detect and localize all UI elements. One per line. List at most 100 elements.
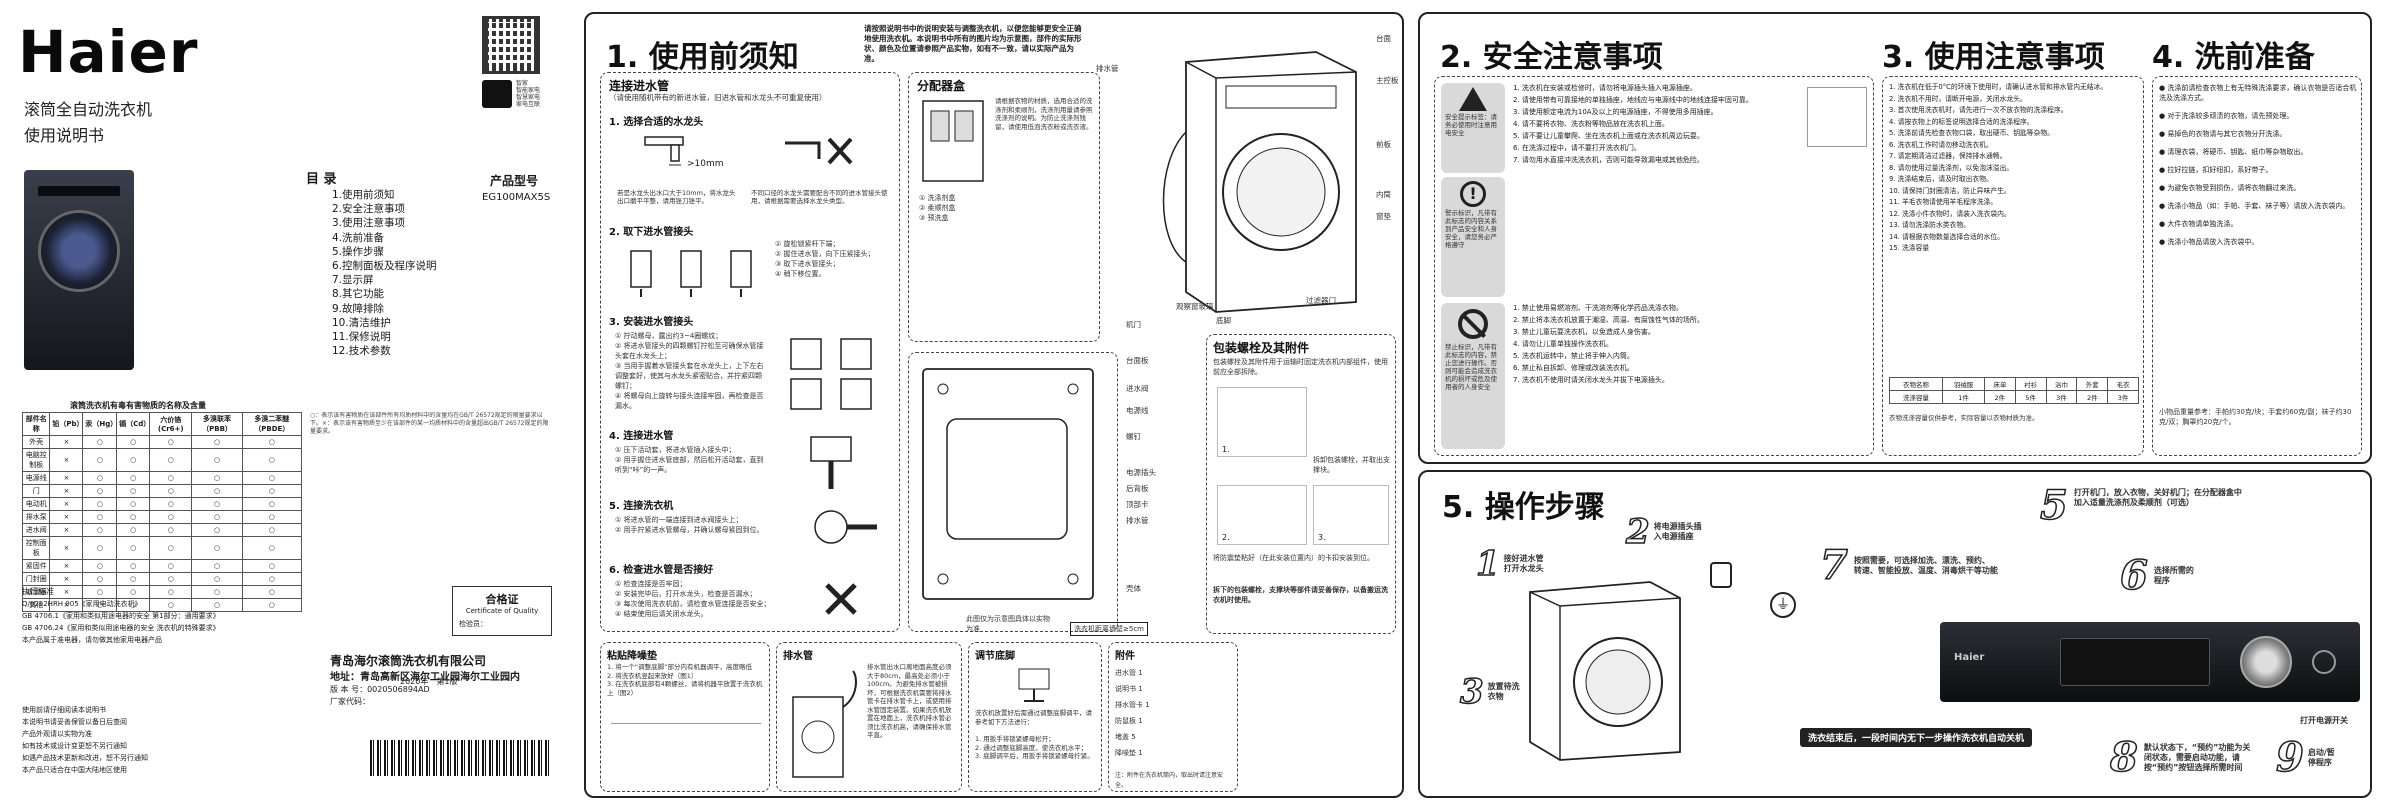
op-step-8: 8 默认状态下，“预约”功能为关 闭状态，需要启动功能，请 按“预约”按钮选择所…	[2109, 733, 2251, 782]
bolts-fig-3: 3.	[1313, 485, 1389, 545]
step4-item: ② 用手握住进水管底部，然后松开活动套，直到听到“咔”的一声。	[615, 456, 764, 474]
warning-sidebar-2: ! 警示标识，凡带有此标志的内容关系到产品安全和人身安全，请您务必严格遵守	[1441, 177, 1505, 297]
product-name: 滚筒全自动洗衣机	[24, 100, 153, 119]
step3-list: ① 拧动螺母，露出约3~4圈螺纹； ② 将进水管接头的四颗螺钉拧松至可确保水管接…	[615, 331, 765, 411]
qr-label: 智慧家电	[516, 94, 541, 101]
hazard-col: 六价铬(Cr6+)	[149, 412, 193, 436]
usage-item: 2. 洗衣机不用时，请断开电源，关闭水龙头。	[1889, 94, 2027, 103]
capacity-head: 床单	[1983, 377, 2016, 391]
toc-item[interactable]: 6.控制面板及程序说明	[332, 260, 437, 273]
capacity-cell: 3件	[2107, 390, 2139, 404]
bolts-text: 包装螺栓及其附件用于运输时固定洗衣机内部组件，使用前应全部拆除。	[1213, 358, 1388, 376]
prohibit-item: 4. 请勿让儿童单独操作洗衣机。	[1513, 340, 1613, 348]
prep-note: 小物品重量参考：手帕约30克/块；手套约60克/副；袜子约30克/双；胸罩约20…	[2159, 408, 2352, 426]
safety-item: 3. 请使用额定电流为10A及以上的电源插座，不得使用多用插座。	[1513, 108, 1718, 116]
drain-illustration	[783, 667, 863, 785]
qr-label: 家电互联	[516, 101, 541, 108]
usage-item: 10. 请保持门封圈清洁，防止异味产生。	[1889, 186, 2011, 195]
toc-item[interactable]: 8.其它功能	[332, 288, 385, 301]
toc-item[interactable]: 3.使用注意事项	[332, 217, 406, 230]
toc-item[interactable]: 7.显示屏	[332, 274, 374, 287]
sections-2-4-panel: 2. 安全注意事项 安全提示标签：请务必使用时注意用电安全 ! 警示标识，凡带有…	[1418, 12, 2372, 464]
op-step-text: 默认状态下，“预约”功能为关 闭状态，需要启动功能，请 按“预约”按钮选择所需时…	[2143, 742, 2251, 772]
notes-list: 使用前请仔细阅读本说明书 本说明书请妥善保管以备日后查阅 产品外观请以实物为准 …	[22, 704, 148, 776]
op-step-6: 6 选择所需的 程序	[2119, 551, 2194, 600]
safety-figure	[1807, 87, 1867, 147]
toc-item[interactable]: 4.洗前准备	[332, 231, 385, 244]
detergent-item: ① 洗涤剂盒	[919, 194, 956, 202]
faucet-dim: >10mm	[687, 159, 724, 169]
water-step-2: 2. 取下进水管接头	[609, 227, 694, 238]
start-button[interactable]	[2312, 650, 2336, 674]
water-step-1: 1. 选择合适的水龙头	[609, 117, 704, 128]
op-step-10: 洗衣结束后，一段时间内无下一步操作洗衣机自动关机	[1800, 728, 2033, 747]
toc-item[interactable]: 9.故障排除	[332, 302, 385, 315]
capacity-table: 衣物名称 羽绒服 床单 衬衫 浴巾 外套 毛衣 洗涤容量 1件 2件 5件 3件…	[1888, 377, 2139, 404]
barcode	[370, 740, 550, 776]
front-label-filter: 过滤器门	[1306, 296, 1336, 305]
hazard-row: 其他	[21, 598, 51, 612]
accessory-item: 进水管 1	[1115, 669, 1143, 677]
toc-item[interactable]: 1.使用前须知	[332, 189, 395, 201]
faucet-ok-icon	[641, 133, 691, 173]
water-inlet-sub: （请使用随机带有的新进水管，旧进水管和水龙头不可重复使用）	[609, 93, 827, 102]
hazard-row: 外壳	[21, 435, 51, 449]
front-label-feet: 底脚	[1216, 316, 1231, 325]
bolts-step1: 拆卸包装螺栓，并取出支撑块。	[1313, 456, 1390, 474]
prep-item: ● 大件衣物请单独洗涤。	[2159, 220, 2238, 228]
cert-subtitle: Certificate of Quality	[465, 607, 539, 615]
toc-item[interactable]: 5.操作步骤	[332, 245, 385, 258]
front-label-top: 台面	[1376, 34, 1391, 43]
step2-list: ① 旋松锁紧杆下端； ② 握住进水管，向下压紧接头； ③ 取下进水管接头； ④ …	[775, 239, 895, 279]
safety-item: 5. 请不要让儿童攀爬、坐在洗衣机上面或在洗衣机周边玩耍。	[1513, 132, 1704, 140]
control-panel-image: Haier	[1940, 622, 2360, 702]
usage-item: 8. 请勿使用过量洗涤剂，以免泡沫溢出。	[1889, 163, 2014, 172]
toc-item[interactable]: 10.清洁维护	[332, 316, 391, 329]
level-item: 2. 将洗衣机竖起来放好（图1）	[607, 671, 698, 680]
toc-item[interactable]: 2.安全注意事项	[332, 203, 406, 216]
toc-item[interactable]: 12.技术参数	[332, 345, 391, 358]
safety-item: 1. 洗衣机在安装或检修时，请勿将电源插头插入电源插座。	[1513, 84, 1697, 92]
level-title: 粘贴降噪垫	[607, 651, 657, 662]
op-step-text: 接好进水管 打开水龙头	[1503, 554, 1544, 573]
ground-icon: ⏚	[1770, 592, 1796, 618]
cert-title: 合格证	[485, 593, 519, 606]
program-knob[interactable]	[2240, 636, 2292, 688]
op-step-1: 1 接好进水管 打开水龙头	[1475, 543, 1544, 585]
accessory-item: 说明书 1	[1115, 685, 1143, 693]
back-label-screw: 螺钉	[1126, 432, 1141, 441]
op-step-num: 3	[1459, 671, 1484, 713]
op-step-num: 9	[2275, 733, 2304, 782]
hazard-row: 紧固件	[21, 559, 51, 573]
prohibit-item: 2. 禁止将本洗衣机放置于潮湿、高温、有腐蚀性气体的场所。	[1513, 316, 1704, 324]
front-label-gasket: 窗垫	[1376, 212, 1391, 221]
toc-list: 1.使用前须知 2.安全注意事项 3.使用注意事项 4.洗前准备 5.操作步骤 …	[332, 188, 437, 358]
level-item: 3. 在洗衣机底部有4颗螺丝，请将机器平放置于洗衣机上（图2）	[607, 680, 763, 697]
company-name: 青岛海尔滚筒洗衣机有限公司	[330, 654, 487, 668]
step5-illustration	[791, 501, 881, 555]
step3-item: ① 拧动螺母，露出约3~4圈螺纹；	[615, 332, 723, 340]
detergent-items: ① 洗涤剂盒 ② 柔顺剂盒 ③ 预洗盒	[919, 193, 1089, 223]
warning-sidebar-3: 禁止标识，凡带有此标志的内容，禁止您进行操作。否则可能会造成洗衣机的损坏或危及使…	[1441, 303, 1505, 449]
capacity-head: 外套	[2076, 377, 2109, 391]
smart-home-logo	[482, 80, 512, 108]
detergent-title: 分配器盒	[917, 79, 966, 93]
accessories-box: 附件 进水管 1 说明书 1 排水管卡 1 防鼠板 1 堵盖 5 降噪垫 1 注…	[1108, 642, 1238, 792]
hazard-row: 进水阀	[21, 523, 51, 537]
water-step-6: 6. 检查进水管是否接好	[609, 565, 714, 576]
detergent-item: ③ 预洗盒	[919, 214, 949, 222]
step6-item: ② 安装完毕后，打开水龙头，检查是否漏水；	[615, 590, 757, 598]
step2-item: ④ 稍下移位置。	[775, 270, 826, 278]
detergent-item: ② 柔顺剂盒	[919, 204, 956, 212]
adjust-text: 洗衣机放置好后需通过调整底脚调平，请参考如下方法进行：	[975, 709, 1092, 726]
capacity-head: 衣物名称	[1888, 377, 1944, 391]
certificate-box: 合格证 Certificate of Quality 检验员：	[452, 586, 552, 636]
bolts-fig-num: 1.	[1222, 445, 1230, 454]
exclamation-icon: !	[1460, 181, 1486, 207]
section2-box: 安全提示标签：请务必使用时注意用电安全 ! 警示标识，凡带有此标志的内容关系到产…	[1434, 76, 1874, 456]
section3-box: 1. 洗衣机在低于0°C的环境下使用时，请确认进水管和排水管内无结冰。 2. 洗…	[1882, 76, 2144, 456]
bolts-fig-1: 1.	[1217, 387, 1307, 457]
toc-item[interactable]: 11.保修说明	[332, 331, 391, 344]
capacity-head: 毛衣	[2107, 377, 2139, 391]
warning-triangle-icon	[1459, 87, 1487, 111]
